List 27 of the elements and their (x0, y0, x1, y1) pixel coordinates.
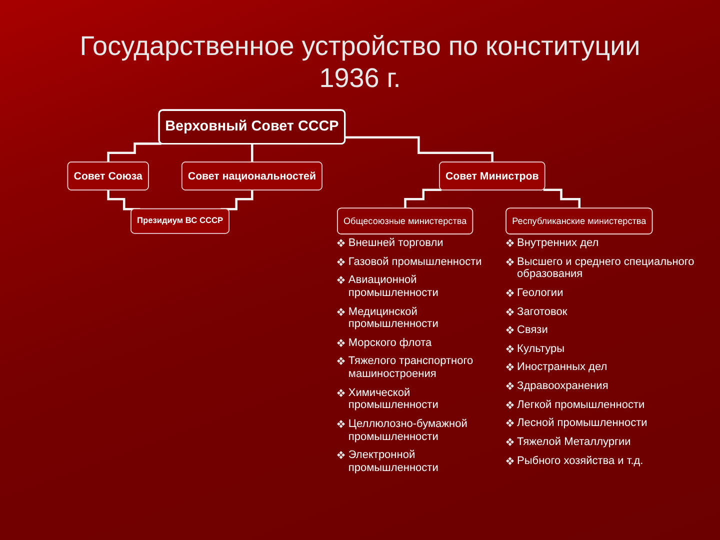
list-item-text: Здравоохранения (517, 380, 608, 393)
list-item-text: Внутренних дел (517, 236, 599, 250)
list-item-text: Лесной промышленности (517, 417, 648, 430)
list-item-text: Связи (517, 324, 548, 337)
list-item-text: Тяжелой Металлургии (517, 436, 631, 449)
list-item-text: Химической промышленности (348, 386, 440, 412)
list-item-text: Геологии (517, 286, 564, 300)
connector (543, 188, 581, 210)
list-item-text: Высшего и среднего специального образования (517, 256, 696, 281)
list-item-text: Медицинской промышленности (348, 306, 440, 331)
connector (251, 143, 254, 164)
list-item-text: Целлюлозно-бумажной промышленности (348, 418, 468, 444)
list-item-text: Легкой промышленности (517, 398, 645, 412)
list-item-text: Тяжелого транспортного машиностроения (348, 355, 474, 381)
list-item-text: Внешней торговли (348, 236, 444, 250)
connector (107, 142, 162, 164)
list-item-text: Электронной промышленности (348, 449, 440, 475)
connector (345, 136, 494, 164)
connector (404, 188, 442, 210)
list-item-text: Рыбного хозяйства и т.д. (517, 454, 644, 468)
list-item-text: Авиационной промышленности (348, 274, 440, 300)
title: Государственное устройство по конституции 1936 г. (78, 30, 642, 95)
list-item-text: Газовой промышленности (348, 256, 482, 268)
list-item-text: Культуры (517, 342, 565, 356)
list-item-text: Заготовок (517, 306, 568, 318)
list-item-text: Морского флота (348, 336, 432, 350)
list-item-text: Иностранных дел (517, 361, 608, 374)
